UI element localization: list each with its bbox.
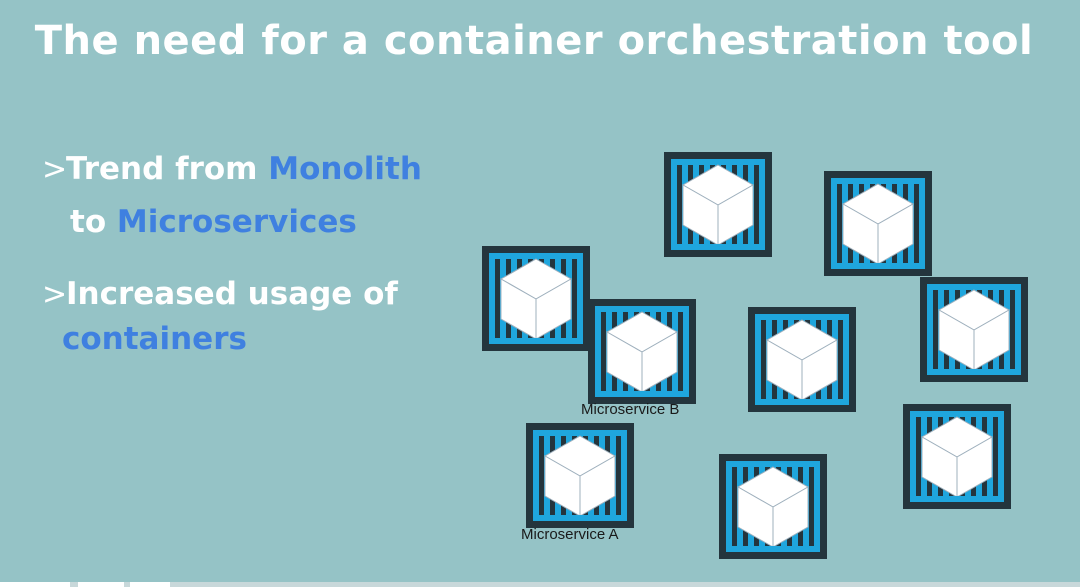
container-icon — [719, 454, 827, 559]
bullet-monolith-to-microservices: >Trend from Monolith to Microservices — [42, 143, 422, 248]
container-icon — [824, 171, 932, 276]
container-icon — [664, 152, 772, 257]
container-icon — [748, 307, 856, 412]
cube-icon — [605, 311, 679, 393]
cube-icon — [543, 435, 617, 517]
bullet-text: to — [70, 204, 117, 240]
cube-icon — [841, 183, 915, 265]
bullet-marker: > — [42, 277, 68, 312]
cube-icon — [937, 289, 1011, 371]
bullet-marker: > — [42, 152, 68, 187]
progress-track — [0, 582, 1080, 587]
microservice-a-label: Microservice A — [521, 526, 619, 543]
cube-icon — [765, 319, 839, 401]
container-icon — [482, 246, 590, 351]
cube-icon — [499, 258, 573, 340]
container-icon — [588, 299, 696, 404]
cube-icon — [920, 416, 994, 498]
bullet-text: Trend from — [66, 151, 269, 187]
bullet-accent-containers: containers — [62, 321, 247, 357]
bullet-accent-microservices: Microservices — [116, 204, 357, 240]
microservice-b-label: Microservice B — [581, 401, 680, 418]
bullet-container-usage: >Increased usage of containers — [42, 272, 398, 362]
container-icon — [920, 277, 1028, 382]
container-icon — [903, 404, 1011, 509]
bullet-accent-monolith: Monolith — [268, 151, 422, 187]
container-icon — [526, 423, 634, 528]
slide-title: The need for a container orchestration t… — [34, 18, 1034, 64]
cube-icon — [736, 466, 810, 548]
cube-icon — [681, 164, 755, 246]
bullet-text: Increased usage of — [66, 276, 398, 312]
